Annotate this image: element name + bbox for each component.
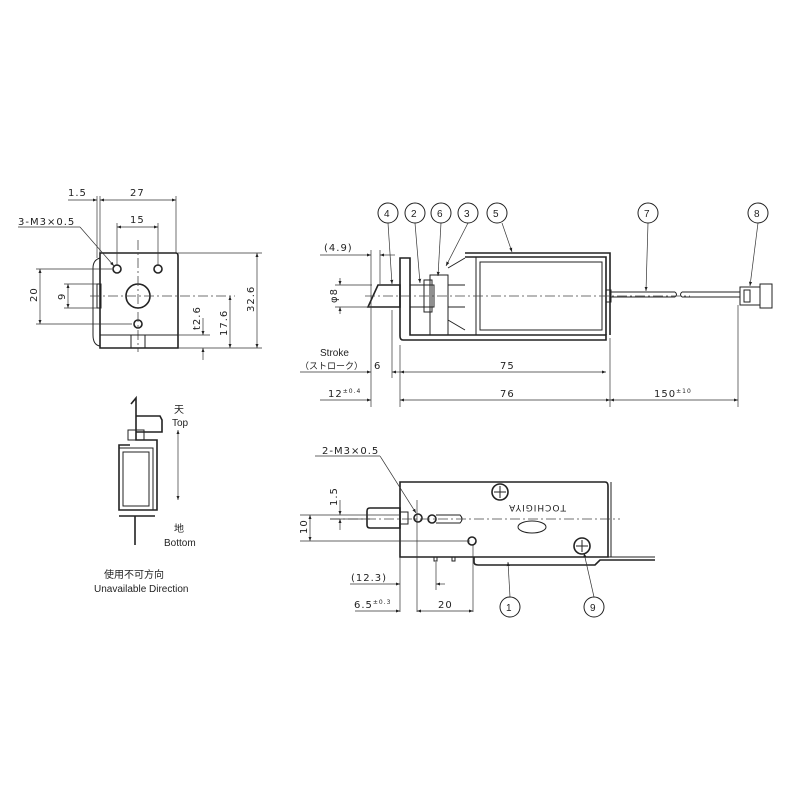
top-label: Top <box>172 418 189 429</box>
dim-height: 10 <box>299 519 310 534</box>
balloon-3: 3 <box>457 202 479 224</box>
svg-text:9: 9 <box>590 603 596 614</box>
balloon-4: 4 <box>377 202 399 224</box>
svg-text:1: 1 <box>506 603 512 614</box>
stroke-label-jp: （ストローク） <box>300 361 363 372</box>
dim-plunger-ext: 12±0.4 <box>328 388 361 400</box>
balloon-6: 6 <box>430 202 452 224</box>
balloon-7: 7 <box>637 202 659 224</box>
dim-center-height: 17.6 <box>219 310 230 336</box>
top-label-jp: 天 <box>174 405 185 416</box>
dim-stroke: 6 <box>374 361 381 372</box>
dim-diameter: φ8 <box>329 288 340 303</box>
dim-height: 32.6 <box>246 286 257 312</box>
dim-width: 27 <box>130 188 145 199</box>
svg-text:4: 4 <box>384 209 390 220</box>
svg-text:5: 5 <box>493 209 499 220</box>
balloon-1: 1 <box>499 596 521 618</box>
balloon-9: 9 <box>583 596 605 618</box>
balloon-2: 2 <box>404 202 426 224</box>
front-view: 1.5 27 15 3-M3×0.5 20 9 t2.6 17.6 32.6 <box>18 188 262 360</box>
svg-text:8: 8 <box>754 209 760 220</box>
balloon-5: 5 <box>486 202 508 224</box>
screw-icon <box>573 537 591 555</box>
dim-thickness: t2.6 <box>192 306 203 330</box>
screw-icon <box>491 483 509 501</box>
dim-total: 76 <box>500 389 515 400</box>
brand-text: TOCHIGIYA <box>508 502 567 512</box>
dim-thread: 3-M3×0.5 <box>18 217 75 228</box>
caption: Unavailable Direction <box>94 584 189 595</box>
svg-text:7: 7 <box>644 209 650 220</box>
dim-edge: 6.5±0.3 <box>354 599 391 611</box>
svg-text:2: 2 <box>411 209 417 220</box>
dim-hole-pitch: 15 <box>130 215 145 226</box>
dim-pitch: 20 <box>438 600 453 611</box>
svg-text:3: 3 <box>464 209 470 220</box>
dim-offset: 1.5 <box>329 487 340 506</box>
orientation-view: 天 Top 地 Bottom 使用不可方向 Unavailable Direct… <box>94 395 196 595</box>
bottom-label: Bottom <box>164 538 196 549</box>
stroke-label: Stroke <box>320 348 349 359</box>
bottom-label-jp: 地 <box>174 522 185 535</box>
caption-jp: 使用不可方向 <box>104 568 164 581</box>
svg-text:6: 6 <box>437 209 443 220</box>
dim-flange: 1.5 <box>68 188 87 199</box>
balloon-8: 8 <box>747 202 769 224</box>
dim-body: 75 <box>500 361 515 372</box>
dim-lead: 150±10 <box>654 388 692 400</box>
dim-chamfer: (4.9) <box>324 243 353 254</box>
dim-ref: (12.3) <box>351 573 387 584</box>
dim-slot: 9 <box>57 293 68 300</box>
dim-thread: 2-M3×0.5 <box>322 446 379 457</box>
side-view: 4 2 6 3 5 7 8 (4.9) φ8 Stroke （ストローク） 6 … <box>300 202 773 407</box>
dim-v-pitch: 20 <box>29 287 40 302</box>
bottom-view: TOCHIGIYA 2-M3×0.5 1.5 10 (12.3) 6.5±0.3… <box>299 446 655 618</box>
brand-logo <box>517 520 547 534</box>
